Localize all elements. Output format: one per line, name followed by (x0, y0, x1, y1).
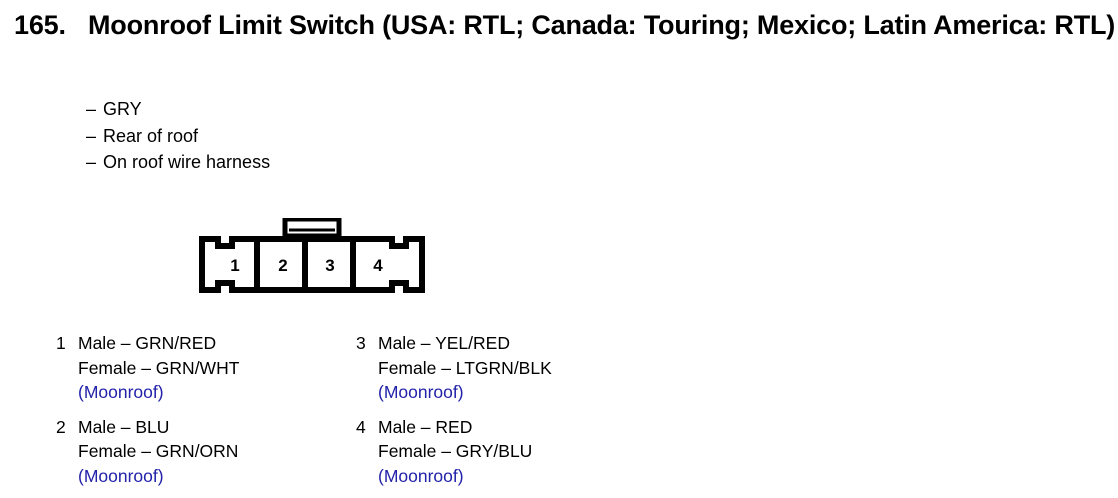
pin-entry-3: 3 Male – YEL/RED Female – LTGRN/BLK (Moo… (356, 331, 552, 405)
pin-male-wire: Male – GRN/RED (78, 333, 217, 353)
dash-bullet-icon: – (86, 125, 97, 146)
list-item: –On roof wire harness (86, 149, 270, 176)
page-title: 165. Moonroof Limit Switch (USA: RTL; Can… (14, 7, 1118, 44)
pin-female-wire: Female – LTGRN/BLK (378, 357, 552, 378)
dash-bullet-icon: – (86, 99, 97, 119)
pin-entry-2: 2 Male – BLU Female – GRN/ORN (Moonroof) (56, 415, 239, 489)
connector-locking-tab (282, 218, 342, 239)
cavity-label-3: 3 (325, 256, 334, 275)
list-item-label: Rear of roof (103, 125, 199, 146)
pin-female-wire: Female – GRY/BLU (378, 441, 533, 461)
pin-entry-4: 4 Male – RED Female – GRY/BLU (Moonroof) (356, 415, 552, 489)
cavity-label-4: 4 (373, 256, 383, 275)
pin-number: 3 (356, 333, 366, 353)
pin-number: 4 (356, 416, 366, 437)
pin-female-wire: Female – GRN/WHT (78, 357, 240, 378)
list-item: –GRY (86, 96, 270, 123)
dash-bullet-icon: – (86, 152, 97, 172)
pin-circuit-name: (Moonroof) (378, 382, 464, 402)
pin-male-wire: Male – BLU (78, 416, 170, 437)
cavity-label-1: 1 (230, 256, 239, 275)
pin-male-wire: Male – YEL/RED (378, 333, 510, 353)
pin-circuit-name: (Moonroof) (78, 465, 164, 486)
pin-legend-right-column: 3 Male – YEL/RED Female – LTGRN/BLK (Moo… (356, 331, 552, 498)
connector-outline-svg: 1 2 3 4 (199, 218, 425, 293)
page-title-number: 165. (14, 10, 66, 40)
cavity-label-2: 2 (278, 256, 287, 275)
pin-male-wire: Male – RED (378, 416, 473, 437)
list-item-label: GRY (103, 99, 142, 119)
connector-diagram: 1 2 3 4 (199, 218, 425, 308)
pin-entry-1: 1 Male – GRN/RED Female – GRN/WHT (Moonr… (56, 331, 239, 405)
pin-number: 2 (56, 416, 66, 437)
pin-female-wire: Female – GRN/ORN (78, 441, 239, 461)
list-item: –Rear of roof (86, 123, 270, 150)
pin-legend-left-column: 1 Male – GRN/RED Female – GRN/WHT (Moonr… (56, 331, 239, 498)
list-item-label: On roof wire harness (103, 152, 271, 172)
pin-circuit-name: (Moonroof) (78, 382, 164, 402)
pin-number: 1 (56, 333, 66, 353)
connector-attributes-list: –GRY –Rear of roof –On roof wire harness (86, 96, 270, 176)
page-title-text: Moonroof Limit Switch (USA: RTL; Canada:… (88, 10, 1116, 40)
pin-circuit-name: (Moonroof) (378, 465, 464, 486)
